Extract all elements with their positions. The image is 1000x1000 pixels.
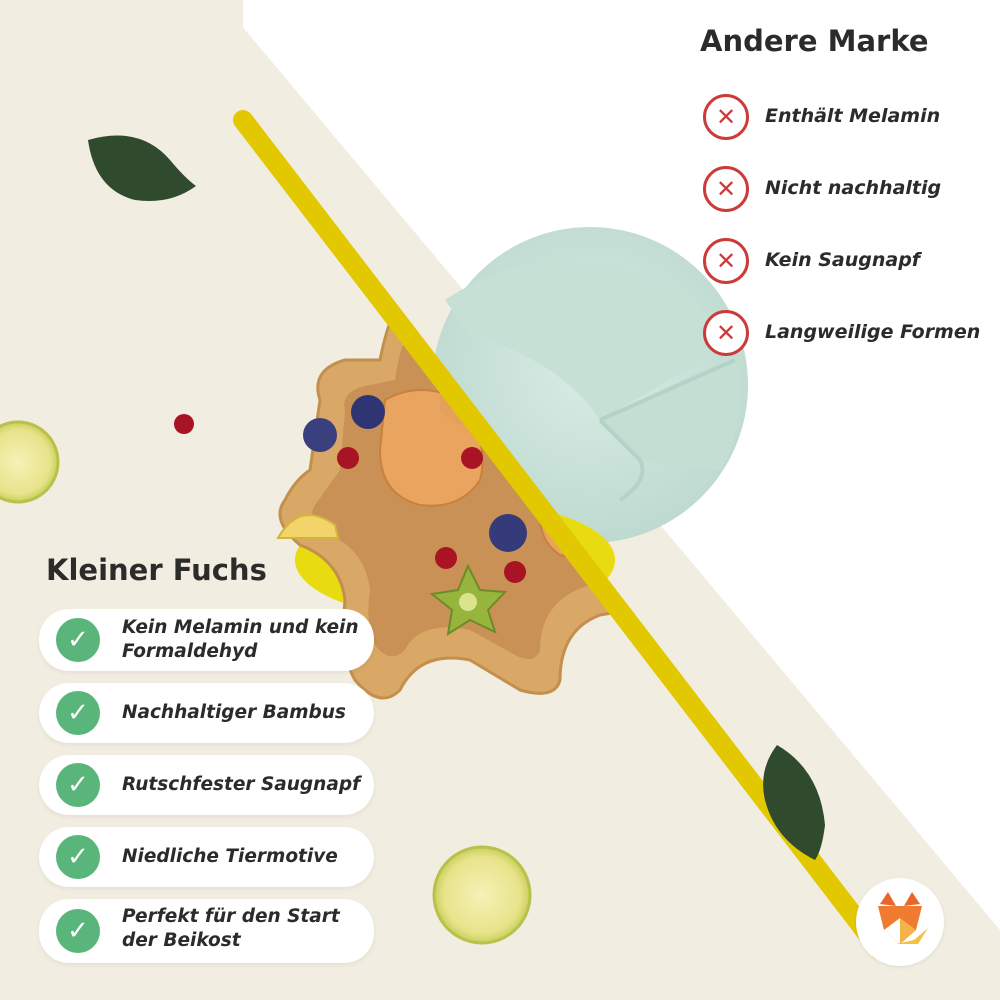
check-icon: ✓ — [56, 909, 100, 953]
lime-slice — [0, 420, 60, 504]
fox-logo — [856, 878, 944, 966]
x-icon: ✕ — [703, 166, 749, 212]
fox-icon — [878, 892, 928, 944]
pro-item-label: Kein Melamin und kein Formaldehyd — [122, 617, 359, 662]
con-item: ✕ Nicht nachhaltig — [703, 166, 993, 216]
con-item-label: Langweilige Formen — [765, 321, 981, 343]
lemon-wedge — [276, 514, 340, 539]
pro-item: ✓ Kein Melamin und kein Formaldehyd — [39, 609, 374, 671]
lime-slice — [432, 845, 532, 945]
check-icon: ✓ — [56, 835, 100, 879]
check-icon: ✓ — [56, 763, 100, 807]
con-item: ✕ Langweilige Formen — [703, 310, 993, 360]
pro-item: ✓ Perfekt für den Start der Beikost — [39, 899, 374, 963]
check-icon: ✓ — [56, 618, 100, 662]
pro-item: ✓ Nachhaltiger Bambus — [39, 683, 374, 743]
check-icon: ✓ — [56, 691, 100, 735]
con-item: ✕ Enthält Melamin — [703, 94, 993, 144]
pro-item: ✓ Niedliche Tiermotive — [39, 827, 374, 887]
berry-decoration — [174, 414, 194, 434]
leaf-decoration — [88, 135, 196, 202]
x-icon: ✕ — [703, 94, 749, 140]
pro-item: ✓ Rutschfester Saugnapf — [39, 755, 374, 815]
con-item-label: Enthält Melamin — [765, 105, 941, 127]
con-item-label: Kein Saugnapf — [765, 249, 921, 271]
competitor-title: Andere Marke — [700, 24, 929, 58]
pro-item-label: Nachhaltiger Bambus — [122, 702, 346, 723]
con-item-label: Nicht nachhaltig — [765, 177, 942, 199]
x-icon: ✕ — [703, 310, 749, 356]
leaf-decoration — [763, 745, 825, 860]
pro-item-label: Rutschfester Saugnapf — [122, 774, 361, 795]
brand-title: Kleiner Fuchs — [46, 553, 267, 587]
pro-item-label: Niedliche Tiermotive — [122, 846, 338, 867]
x-icon: ✕ — [703, 238, 749, 284]
con-item: ✕ Kein Saugnapf — [703, 238, 993, 288]
pro-item-label: Perfekt für den Start der Beikost — [122, 906, 340, 951]
